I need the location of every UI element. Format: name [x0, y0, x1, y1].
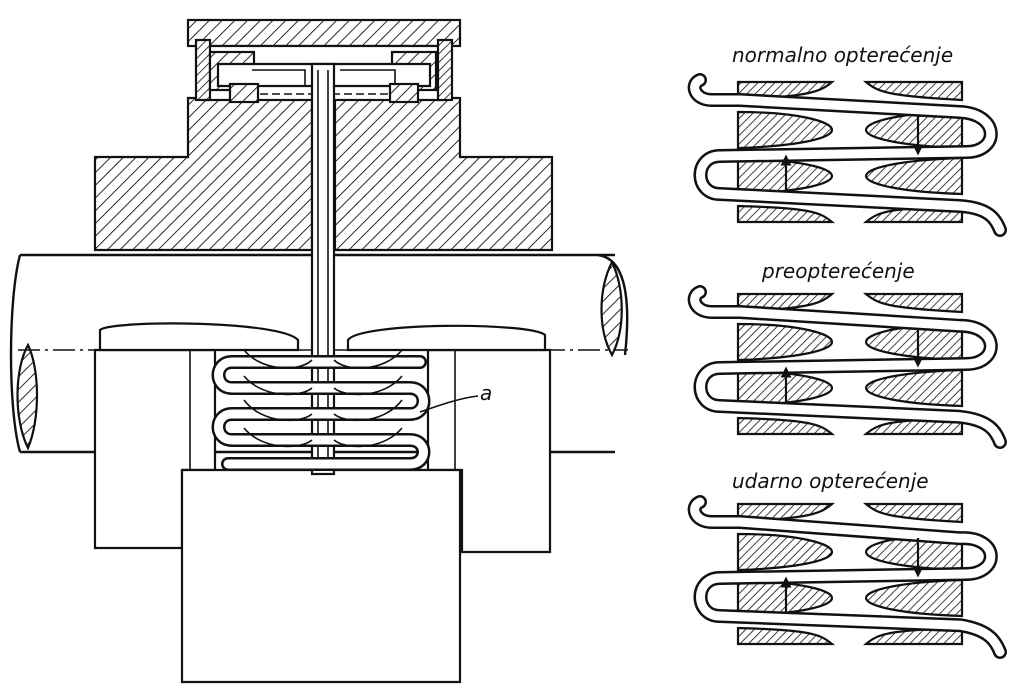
part-a-leader [419, 395, 479, 413]
state-impact: udarno opterećenje [687, 469, 1007, 659]
state-title: preopterećenje [761, 259, 915, 283]
upper-hub [93, 96, 554, 352]
grid-spring-inner [690, 75, 1005, 235]
state-diagram [687, 495, 1007, 659]
tooth [736, 204, 836, 224]
tooth [864, 578, 964, 618]
coupling-section: a [9, 18, 629, 684]
tooth [736, 110, 834, 150]
grid-spring-inner [690, 287, 1005, 447]
grid-spring-inner [690, 497, 1005, 657]
tooth [862, 292, 964, 314]
state-diagram [687, 73, 1007, 237]
tooth [736, 416, 836, 436]
state-diagram [687, 285, 1007, 449]
oil-channel [310, 62, 336, 476]
part-a-label: a [480, 381, 492, 405]
grid-spring-section [211, 349, 431, 471]
tooth [736, 532, 834, 572]
tooth [862, 502, 964, 524]
tooth [736, 322, 834, 362]
tooth [862, 80, 964, 102]
tooth [864, 156, 964, 196]
tooth [864, 368, 964, 408]
state-normal: normalno opterećenje [687, 43, 1007, 237]
tooth [736, 626, 836, 646]
state-title: normalno opterećenje [732, 43, 953, 67]
state-title: udarno opterećenje [732, 469, 929, 493]
state-overload: preopterećenje [687, 259, 1007, 449]
